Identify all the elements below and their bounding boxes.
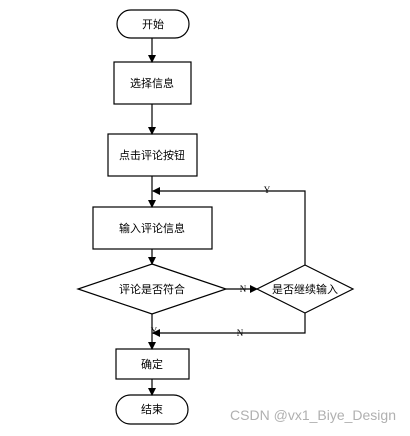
continue-input-decision: 是否继续输入 [255,264,355,314]
start-node: 开始 [116,9,190,39]
edge-label-continue-no: N [237,328,244,338]
confirm-node: 确定 [115,348,190,380]
click-comment-label: 点击评论按钮 [119,148,185,162]
edge-label-valid-no: N [240,284,247,294]
click-comment-node: 点击评论按钮 [107,133,198,177]
edge-label-valid-yes: Y [151,326,158,336]
select-info-node: 选择信息 [113,61,192,105]
confirm-label: 确定 [141,357,163,371]
comment-valid-decision: 评论是否符合 [76,263,228,315]
start-label: 开始 [142,17,164,31]
end-node: 结束 [115,394,189,425]
comment-valid-label: 评论是否符合 [119,282,185,296]
edge-continue-no-to-confirm [152,313,306,337]
input-comment-label: 输入评论信息 [119,221,185,235]
watermark-text: CSDN @vx1_Biye_Design [230,407,396,423]
select-info-label: 选择信息 [130,76,174,90]
end-label: 结束 [141,403,163,416]
edge-label-continue-yes: Y [264,185,271,195]
input-comment-node: 输入评论信息 [92,206,213,250]
edge-continue-yes-loop [152,187,306,265]
continue-input-label: 是否继续输入 [272,282,338,296]
